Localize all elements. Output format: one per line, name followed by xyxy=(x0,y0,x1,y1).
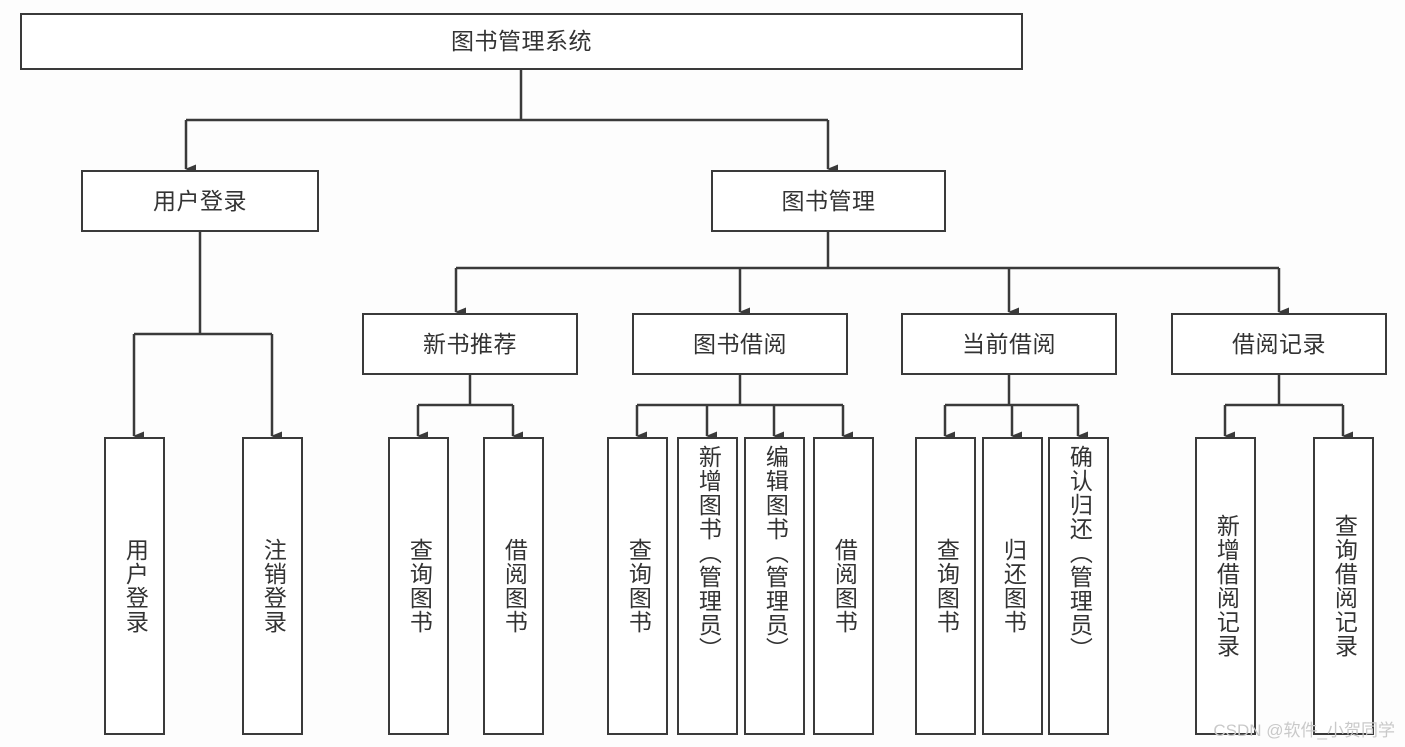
node-book-manage-label: 图书管理 xyxy=(781,187,876,214)
watermark-text: CSDN @软件_小贺同学 xyxy=(1213,721,1395,740)
node-user-login-label: 用户登录 xyxy=(153,187,247,214)
node-leaf-borrow-book-1-label: 借阅图书 xyxy=(501,538,528,634)
node-leaf-edit-book[interactable]: 编辑图书（管理员） xyxy=(744,437,805,735)
node-leaf-query-book-3[interactable]: 查询图书 xyxy=(915,437,976,735)
node-book-borrow[interactable]: 图书借阅 xyxy=(632,313,848,375)
node-leaf-logout-label: 注销登录 xyxy=(260,538,287,634)
node-leaf-add-book-label: 新增图书（管理员） xyxy=(695,445,722,661)
node-root-label: 图书管理系统 xyxy=(451,28,592,55)
node-current-borrow-label: 当前借阅 xyxy=(962,330,1056,357)
node-leaf-add-book[interactable]: 新增图书（管理员） xyxy=(677,437,738,735)
node-leaf-logout[interactable]: 注销登录 xyxy=(242,437,303,735)
node-new-book-recommend-label: 新书推荐 xyxy=(423,330,517,357)
node-leaf-edit-book-label: 编辑图书（管理员） xyxy=(762,445,789,661)
node-leaf-query-book-1-label: 查询图书 xyxy=(406,538,433,634)
node-leaf-add-record-label: 新增借阅记录 xyxy=(1213,514,1240,658)
node-leaf-confirm-return[interactable]: 确认归还（管理员） xyxy=(1048,437,1109,735)
node-leaf-return-book-label: 归还图书 xyxy=(1000,538,1027,634)
node-borrow-record-label: 借阅记录 xyxy=(1232,330,1326,357)
node-leaf-query-book-2[interactable]: 查询图书 xyxy=(607,437,668,735)
node-leaf-query-book-1[interactable]: 查询图书 xyxy=(388,437,449,735)
node-leaf-query-book-2-label: 查询图书 xyxy=(625,538,652,634)
node-book-borrow-label: 图书借阅 xyxy=(693,330,787,357)
node-leaf-borrow-book-2[interactable]: 借阅图书 xyxy=(813,437,874,735)
node-leaf-borrow-book-2-label: 借阅图书 xyxy=(831,538,858,634)
node-leaf-confirm-return-label: 确认归还（管理员） xyxy=(1066,445,1093,661)
node-leaf-return-book[interactable]: 归还图书 xyxy=(982,437,1043,735)
node-leaf-user-login[interactable]: 用户登录 xyxy=(104,437,165,735)
node-leaf-query-record[interactable]: 查询借阅记录 xyxy=(1313,437,1374,735)
edges xyxy=(132,70,1353,441)
node-current-borrow[interactable]: 当前借阅 xyxy=(901,313,1117,375)
node-book-manage[interactable]: 图书管理 xyxy=(711,170,946,232)
node-leaf-add-record[interactable]: 新增借阅记录 xyxy=(1195,437,1256,735)
node-leaf-query-record-label: 查询借阅记录 xyxy=(1331,514,1358,658)
node-leaf-user-login-label: 用户登录 xyxy=(122,538,149,634)
node-new-book-recommend[interactable]: 新书推荐 xyxy=(362,313,578,375)
node-root[interactable]: 图书管理系统 xyxy=(20,13,1023,70)
node-borrow-record[interactable]: 借阅记录 xyxy=(1171,313,1387,375)
node-user-login[interactable]: 用户登录 xyxy=(81,170,319,232)
node-leaf-borrow-book-1[interactable]: 借阅图书 xyxy=(483,437,544,735)
node-leaf-query-book-3-label: 查询图书 xyxy=(933,538,960,634)
